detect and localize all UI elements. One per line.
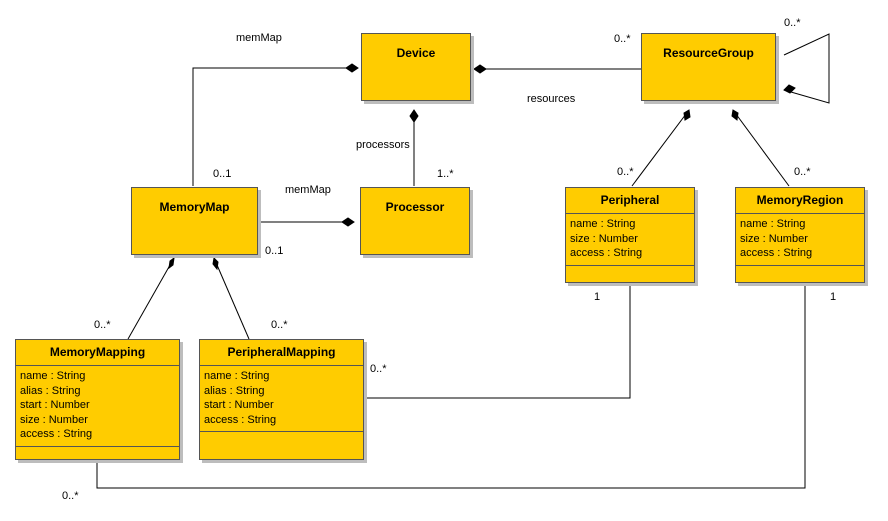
composition-diamond-resourcegroup-self [783, 84, 796, 94]
class-memory-mapping-name: MemoryMapping [16, 340, 179, 366]
composition-diamond-resourcegroup-peripheral [683, 109, 691, 121]
class-peripheral[interactable]: Peripheral name : String size : Number a… [565, 187, 695, 283]
multiplicity-label: 0..* [62, 490, 79, 502]
multiplicity-label: 0..* [794, 166, 811, 178]
multiplicity-label: 0..* [271, 319, 288, 331]
multiplicity-label: 1..* [437, 168, 454, 180]
role-label-memmap: memMap [236, 32, 282, 44]
class-resource-group[interactable]: ResourceGroup [641, 33, 776, 101]
multiplicity-label: 0..1 [265, 245, 284, 257]
class-memory-region-name: MemoryRegion [736, 188, 864, 214]
attribute: start : Number [204, 399, 274, 412]
class-peripheral-name: Peripheral [566, 188, 694, 214]
assoc-resourcegroup-memoryregion [732, 109, 790, 187]
attribute: start : Number [20, 399, 90, 412]
multiplicity-label: 0..* [617, 166, 634, 178]
multiplicity-label: 0..* [784, 17, 801, 29]
class-processor[interactable]: Processor [360, 187, 470, 255]
composition-diamond-memorymap-peripheralmapping [212, 256, 219, 271]
class-memory-map[interactable]: MemoryMap [131, 187, 258, 255]
assoc-resourcegroup-self [783, 33, 830, 104]
attribute: name : String [20, 370, 86, 382]
composition-diamond-memorymap-memorymapping [168, 256, 175, 270]
assoc-resourcegroup-peripheral [631, 109, 690, 187]
multiplicity-label: 0..1 [213, 168, 232, 180]
attribute: name : String [204, 370, 270, 382]
assoc-peripheralmapping-peripheral [363, 283, 631, 399]
class-memory-map-name: MemoryMap [159, 200, 230, 214]
class-peripheral-mapping-attributes: name : String alias : String start : Num… [200, 366, 363, 433]
class-resource-group-name: ResourceGroup [663, 46, 754, 60]
assoc-memorymapping-memoryregion [96, 283, 806, 489]
attribute: alias : String [20, 384, 81, 397]
attribute: alias : String [204, 384, 265, 397]
class-memory-mapping-attributes: name : String alias : String start : Num… [16, 366, 179, 447]
composition-diamond-memorymap-processor [341, 217, 355, 227]
composition-diamond-resourcegroup-memoryregion [731, 109, 739, 121]
multiplicity-label: 0..* [614, 33, 631, 45]
class-memory-mapping[interactable]: MemoryMapping name : String alias : Stri… [15, 339, 180, 460]
assoc-device-memorymap [192, 67, 358, 186]
class-memory-region-attributes: name : String size : Number access : Str… [736, 214, 864, 266]
composition-diamond-device-processor [409, 109, 419, 123]
class-device[interactable]: Device [361, 33, 471, 101]
attribute: size : Number [740, 232, 808, 245]
attribute: name : String [740, 218, 806, 230]
attribute: size : Number [20, 413, 88, 426]
composition-diamond-device-memorymap [345, 63, 359, 73]
class-device-name: Device [396, 46, 436, 60]
class-processor-name: Processor [385, 200, 445, 214]
multiplicity-label: 1 [594, 291, 601, 303]
assoc-memorymap-memorymapping [127, 257, 175, 340]
multiplicity-label: 0..* [370, 363, 387, 375]
class-memory-region[interactable]: MemoryRegion name : String size : Number… [735, 187, 865, 283]
role-label-resources: resources [527, 93, 576, 105]
attribute: access : String [740, 247, 813, 260]
multiplicity-label: 0..* [94, 319, 111, 331]
role-label-memmap: memMap [285, 184, 331, 196]
class-peripheral-mapping-name: PeripheralMapping [200, 340, 363, 366]
attribute: size : Number [570, 232, 638, 245]
composition-diamond-device-resourcegroup [473, 64, 487, 74]
assoc-memorymap-peripheralmapping [213, 257, 250, 340]
class-peripheral-mapping[interactable]: PeripheralMapping name : String alias : … [199, 339, 364, 460]
attribute: name : String [570, 218, 636, 230]
attribute: access : String [20, 428, 93, 441]
attribute: access : String [570, 247, 643, 260]
class-peripheral-attributes: name : String size : Number access : Str… [566, 214, 694, 266]
multiplicity-label: 1 [830, 291, 837, 303]
role-label-processors: processors [356, 139, 410, 151]
attribute: access : String [204, 413, 277, 426]
